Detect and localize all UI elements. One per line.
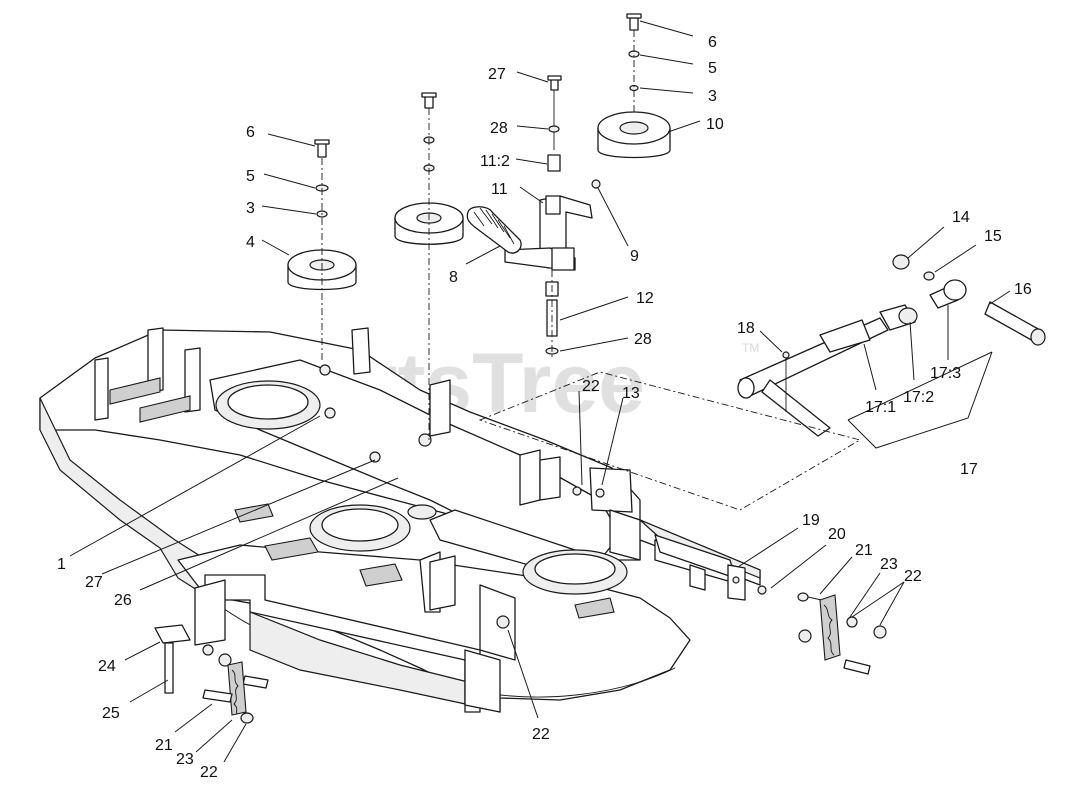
pulley-assembly-center	[394, 92, 464, 440]
callout-8: 8	[449, 269, 458, 286]
rod-assembly	[478, 254, 1046, 511]
callout-14: 14	[952, 209, 970, 226]
callout-28-upper: 28	[490, 120, 508, 137]
callout-20: 20	[828, 526, 846, 543]
callout-22-left: 22	[200, 764, 218, 781]
callout-25: 25	[102, 705, 120, 722]
callout-labels: 6 5 3 10 27 28 11:2 11 9 6 5 3 4 8 12 28…	[57, 34, 1032, 781]
callout-22-bottom: 22	[532, 726, 550, 743]
right-mount-bracket	[654, 534, 887, 675]
left-front-bracket	[154, 624, 269, 724]
callout-6-left: 6	[246, 124, 255, 141]
watermark-trademark: TM	[742, 341, 759, 355]
callout-1: 1	[57, 556, 66, 573]
callout-26: 26	[114, 592, 132, 609]
pulley-assembly-right	[597, 13, 671, 159]
callout-22-right: 22	[904, 568, 922, 585]
callout-6-upper: 6	[708, 34, 717, 51]
callout-23-left: 23	[176, 751, 194, 768]
callout-5-upper: 5	[708, 60, 717, 77]
callout-13: 13	[622, 385, 640, 402]
callout-11: 11	[491, 181, 508, 198]
callout-10: 10	[706, 116, 724, 133]
leader-lines	[69, 20, 1011, 763]
callout-21-left: 21	[155, 737, 173, 754]
callout-22-top: 22	[582, 378, 600, 395]
callout-17-1: 17:1	[865, 399, 896, 416]
callout-15: 15	[984, 228, 1002, 245]
callout-23-right: 23	[880, 556, 898, 573]
idler-arm-assembly	[466, 75, 601, 360]
callout-17: 17	[960, 461, 978, 478]
callout-21-right: 21	[855, 542, 873, 559]
callout-9: 9	[630, 248, 639, 265]
callout-3-upper: 3	[708, 88, 717, 105]
callout-27-lower: 27	[85, 574, 103, 591]
callout-28-lower: 28	[634, 331, 652, 348]
callout-11-2: 11:2	[480, 153, 510, 170]
callout-19: 19	[802, 512, 820, 529]
callout-3-left: 3	[246, 200, 255, 217]
callout-18: 18	[737, 320, 755, 337]
callout-17-2: 17:2	[903, 389, 934, 406]
callout-4: 4	[246, 234, 255, 251]
callout-16: 16	[1014, 281, 1032, 298]
callout-27-upper: 27	[488, 66, 506, 83]
pulley-assembly-left	[287, 139, 357, 360]
callout-5-left: 5	[246, 168, 255, 185]
callout-12: 12	[636, 290, 654, 307]
callout-17-3: 17:3	[930, 365, 961, 382]
callout-24: 24	[98, 658, 116, 675]
